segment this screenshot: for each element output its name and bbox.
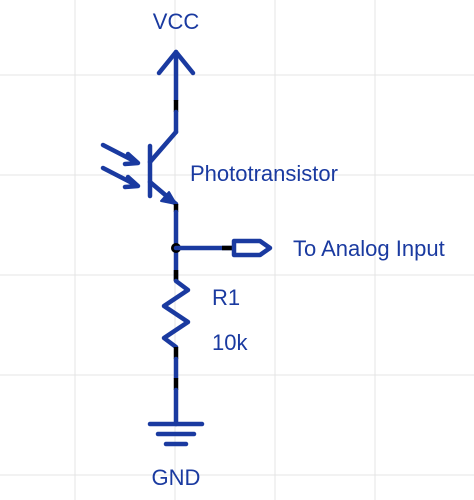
transistor-collector-leg: [147, 129, 179, 165]
light-arrows-icon: [100, 142, 141, 190]
phototransistor-symbol: [147, 129, 179, 207]
analog-input-port: [231, 238, 273, 258]
resistor-symbol: [161, 278, 191, 350]
vcc-port: [156, 49, 196, 103]
output-label: To Analog Input: [293, 236, 445, 261]
resistor-value-label: 10k: [212, 330, 248, 355]
phototransistor-label: Phototransistor: [190, 161, 338, 186]
gnd-label: GND: [152, 465, 201, 490]
resistor-ref-label: R1: [212, 285, 240, 310]
ground-icon: [147, 421, 205, 447]
vcc-label: VCC: [153, 9, 200, 34]
emitter-arrow-icon: [160, 191, 177, 205]
